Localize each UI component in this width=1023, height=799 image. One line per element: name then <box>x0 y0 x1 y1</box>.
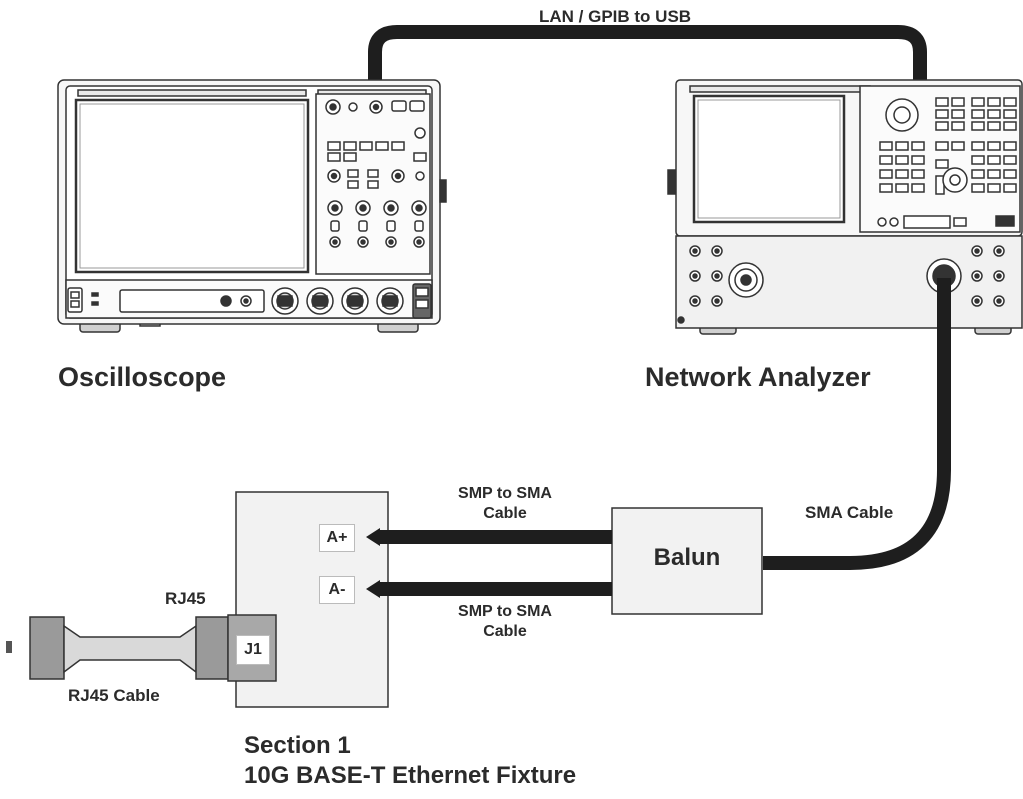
network-analyzer <box>667 79 1023 335</box>
sma-cable-label: SMA Cable <box>805 503 894 522</box>
oscilloscope-screen <box>74 98 310 274</box>
balun <box>611 507 763 615</box>
lan-gpib-usb-cable <box>368 25 927 82</box>
smp-upper-label-line1: SMP to SMA <box>458 485 552 502</box>
port-j1: J1 <box>236 635 270 665</box>
network-analyzer-label: Network Analyzer <box>645 362 871 392</box>
smp-lower-label-line1: SMP to SMA <box>458 603 552 620</box>
port-a-minus: A- <box>319 576 355 604</box>
smp-lower-label-line2: Cable <box>483 623 527 640</box>
smp-to-sma-cable-lower <box>366 580 612 598</box>
port-a-plus: A+ <box>319 524 355 552</box>
oscilloscope-label: Oscilloscope <box>58 362 227 392</box>
sma-cable <box>763 278 951 570</box>
oscilloscope <box>57 79 447 333</box>
rj45-cable <box>6 616 229 680</box>
balun-label: Balun <box>653 544 721 571</box>
rj45-label: RJ45 <box>165 589 206 608</box>
smp-upper-label-line2: Cable <box>483 505 527 522</box>
network-analyzer-screen <box>692 94 846 224</box>
smp-to-sma-cable-upper <box>366 528 612 546</box>
fixture-title-line2: 10G BASE-T Ethernet Fixture <box>244 762 577 789</box>
lan-gpib-usb-label: LAN / GPIB to USB <box>539 7 692 26</box>
fixture-title-line1: Section 1 <box>244 732 351 759</box>
rj45-cable-label: RJ45 Cable <box>68 686 160 705</box>
